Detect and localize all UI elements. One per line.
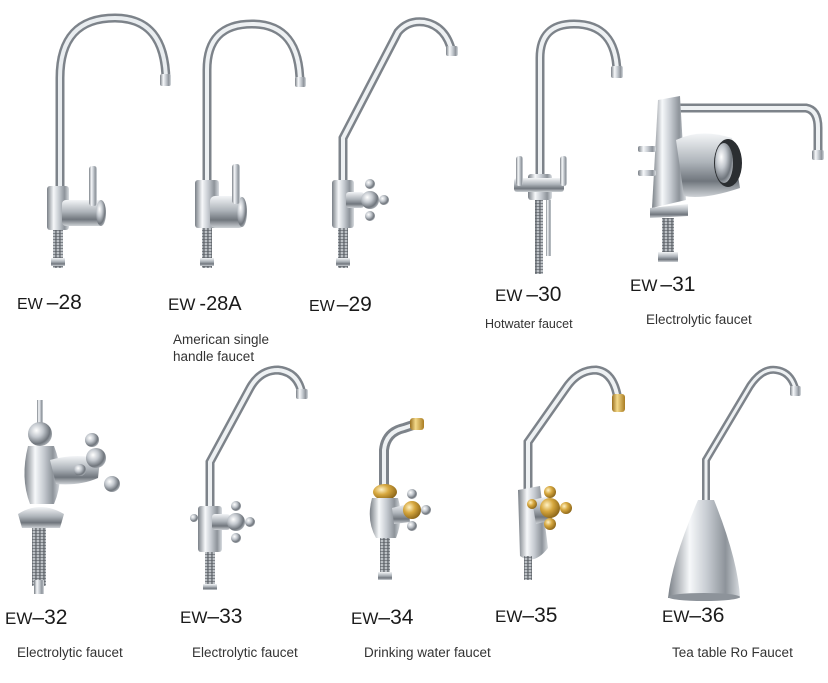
faucet-ew-29-image: [332, 17, 458, 268]
product-code-ew-30: EW–30: [495, 283, 561, 306]
product-description-ew-30: Hotwater faucet: [485, 317, 573, 331]
faucet-ew-32-image: [18, 400, 120, 594]
faucet-ew-36-image: [668, 365, 801, 601]
product-code-ew-36: EW–36: [662, 604, 724, 627]
product-description-ew-28a: American single handle faucet: [173, 332, 270, 364]
product-description-ew-32: Electrolytic faucet: [17, 645, 123, 660]
product-description-ew-36: Tea table Ro Faucet: [672, 645, 793, 660]
product-code-ew-29: EW–29: [309, 293, 372, 316]
faucet-ew-28a-image: [195, 19, 306, 268]
faucet-ew-28-image: [47, 13, 171, 268]
faucet-ew-30-image: [514, 19, 623, 274]
product-description-ew-31: Electrolytic faucet: [646, 312, 752, 327]
product-description-ew-33: Electrolytic faucet: [192, 645, 298, 660]
faucet-ew-34-image: [369, 418, 431, 580]
product-code-ew-32: EW–32: [5, 606, 67, 629]
product-code-ew-33: EW–33: [180, 605, 242, 628]
product-code-ew-31: EW–31: [630, 273, 695, 296]
faucet-ew-33-image: [190, 365, 308, 590]
product-code-ew-35: EW–35: [495, 604, 557, 627]
product-code-ew-28: EW–28: [17, 291, 82, 314]
faucet-ew-31-image: [638, 96, 824, 262]
product-description-ew-34: Drinking water faucet: [364, 645, 491, 660]
product-code-ew-34: EW–34: [351, 606, 414, 629]
product-code-ew-28a: EW-28A: [168, 293, 242, 315]
faucet-ew-35-image: [518, 365, 625, 580]
